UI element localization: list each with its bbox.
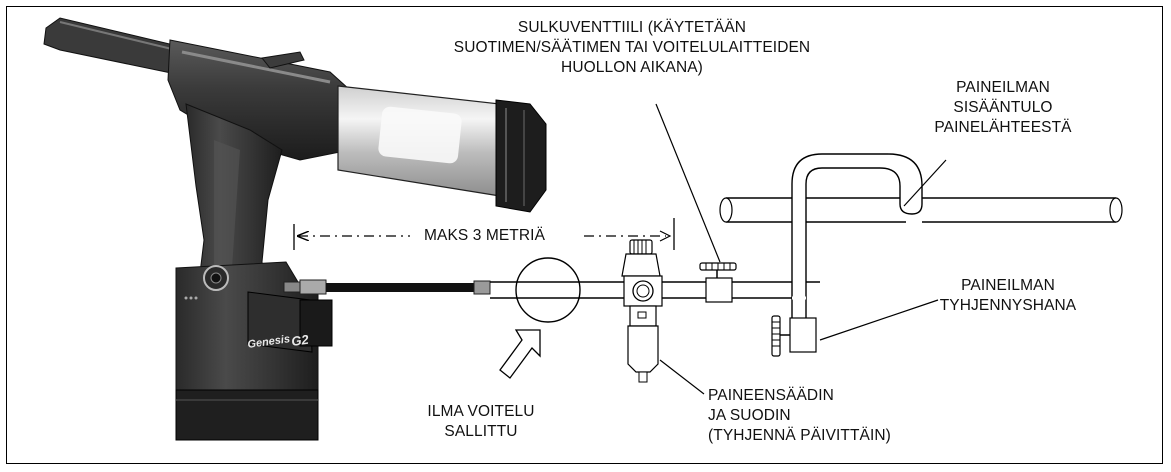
regulator-filter bbox=[621, 239, 663, 383]
brand-text: Genesis bbox=[247, 333, 291, 351]
drain-valve-label: PAINEILMAN TYHJENNYSHANA bbox=[939, 277, 1077, 314]
lubricator-position-circle bbox=[515, 257, 581, 323]
regulator-filter-label: PAINEENSÄÄDIN JA SUODIN (TYHJENNÄ PÄIVIT… bbox=[708, 387, 891, 444]
air-inlet-label: PAINEILMAN SISÄÄNTULO PAINELÄHTEESTÄ bbox=[934, 79, 1072, 136]
model-text: G2 bbox=[290, 332, 310, 349]
leader-lines bbox=[655, 103, 947, 395]
rivet-tool: Genesis G2 bbox=[43, 17, 547, 441]
shutoff-valve bbox=[699, 262, 737, 303]
air-lubrication-label: ILMA VOITELU SALLITTU bbox=[427, 403, 535, 440]
max-length-dimension bbox=[293, 218, 675, 250]
air-hose bbox=[326, 280, 820, 299]
max-length-label: MAKS 3 METRIÄ bbox=[424, 227, 546, 244]
main-air-line bbox=[719, 153, 1123, 357]
shutoff-valve-label: SULKUVENTTIILI (KÄYTETÄÄN SUOTIMEN/SÄÄTI… bbox=[453, 19, 811, 76]
lubrication-arrow bbox=[499, 329, 541, 379]
